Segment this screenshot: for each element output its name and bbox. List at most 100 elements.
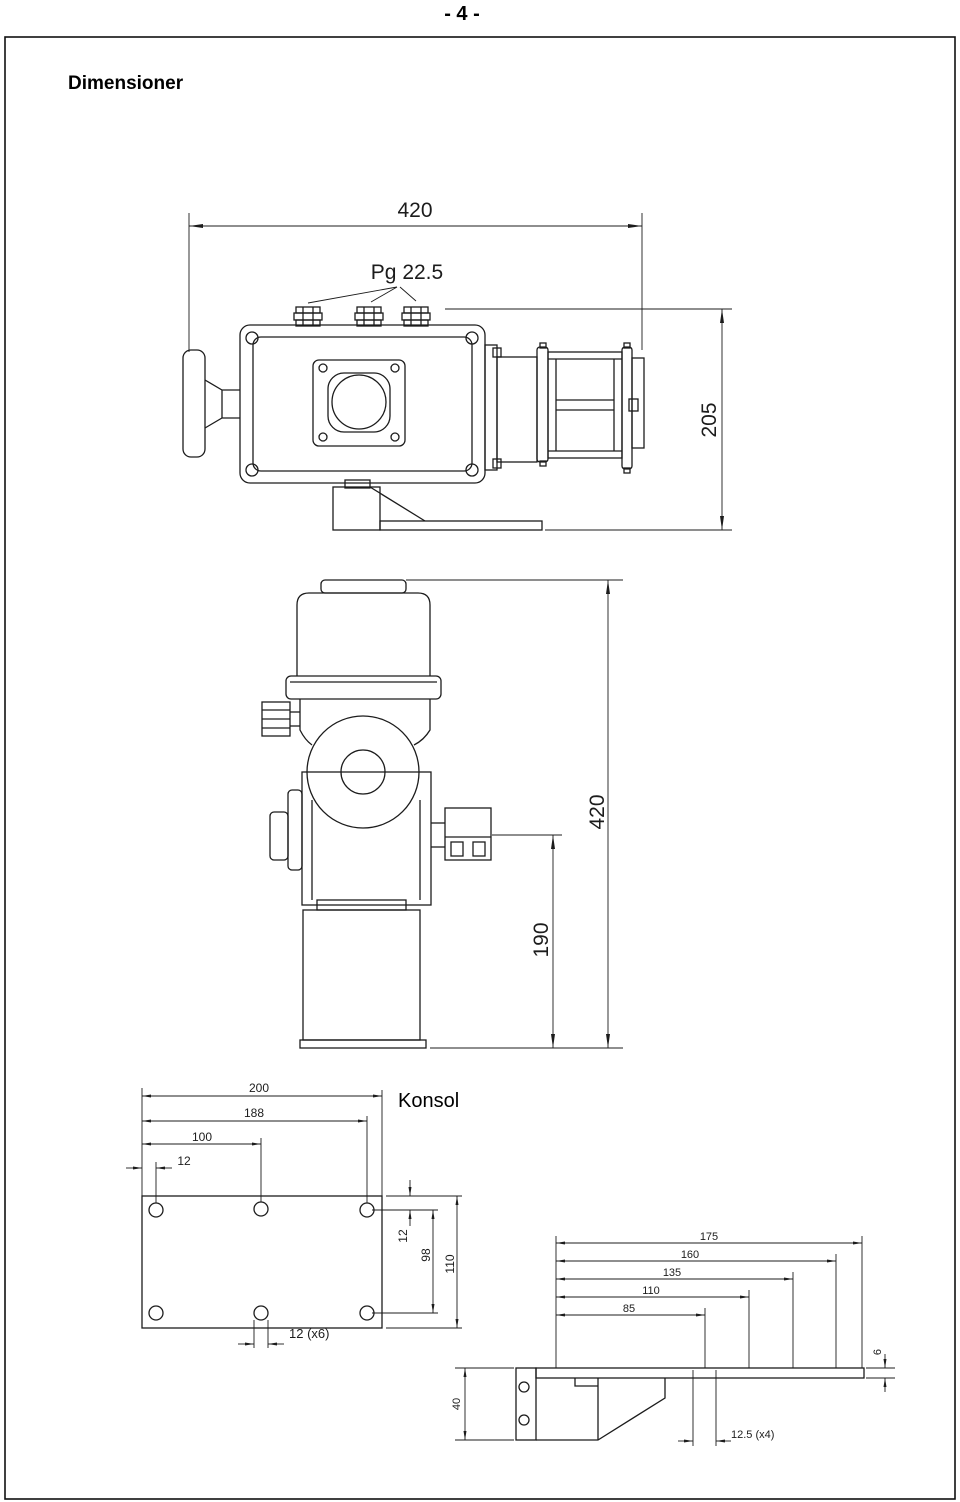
gland-callout: Pg 22.5: [307, 261, 443, 304]
dim-v12-label: 12: [396, 1229, 410, 1243]
handwheel: [182, 349, 240, 458]
side-hole-label: 12.5 (x4): [731, 1429, 774, 1441]
cover-screw: [390, 363, 400, 373]
front-height-dimension: 420: [406, 579, 623, 1049]
dim-side-110-label: 110: [642, 1285, 660, 1297]
cover-window: [331, 374, 387, 430]
page-frame: [4, 36, 956, 1500]
plate-vertical-dimensions: 12 98 110: [372, 1180, 462, 1329]
cable-gland: [293, 306, 323, 327]
konsol-gusset: [536, 1378, 666, 1441]
cable-gland: [401, 306, 431, 327]
cover-screw: [318, 432, 328, 442]
housing-bolt: [245, 463, 259, 477]
mounting-hole: [253, 1201, 269, 1217]
flange-bolt: [623, 342, 631, 349]
bracket-clamp: [472, 841, 486, 857]
gland-cap: [295, 306, 321, 314]
dim-12-label: 12: [177, 1154, 191, 1168]
leg-height-label: 40: [451, 1398, 463, 1410]
mounting-hole: [359, 1305, 375, 1321]
coupling-flange: [484, 344, 498, 471]
leader-line: [399, 286, 417, 302]
housing-outer: [239, 324, 486, 484]
side-length-dimensions: 175 160 135 110 85: [555, 1231, 863, 1368]
dim-200-label: 200: [249, 1081, 269, 1095]
housing-bolt: [465, 331, 479, 345]
bracket-neck: [344, 479, 371, 489]
side-hole-dimension: 12.5 (x4): [678, 1370, 774, 1446]
bracket-block: [444, 807, 492, 861]
side-height-label: 205: [698, 402, 721, 437]
konsol-side-view: 175 160 135 110 85 6: [451, 1231, 895, 1446]
konsol-profile: [515, 1367, 865, 1441]
motor-flange-right: [621, 346, 633, 470]
mounting-hole: [148, 1202, 164, 1218]
dim-110-label: 110: [443, 1254, 457, 1273]
housing-bolt: [245, 331, 259, 345]
axis-height-dimension: 190: [492, 834, 562, 1048]
motor-flange-left: [536, 346, 549, 463]
motor-unit: [484, 342, 645, 474]
bracket-block: [332, 486, 381, 531]
neck-right: [413, 699, 431, 746]
leg-height-dimension: 40: [451, 1367, 514, 1441]
side-height-dimension: 205: [445, 308, 732, 531]
cover-plate: [312, 359, 406, 447]
gland-nut: [293, 312, 323, 321]
konsol-title: Konsol: [398, 1090, 459, 1112]
side-cover-cap: [269, 811, 289, 861]
leg-hole: [518, 1381, 530, 1393]
neck-left: [299, 699, 313, 746]
front-height-label: 420: [586, 794, 609, 829]
gland-cap: [403, 306, 429, 314]
actuator-side-view: 420 Pg 22.5: [182, 199, 732, 531]
cover-boss: [327, 372, 391, 433]
actuator-front-view: 420 190: [261, 579, 623, 1049]
mounting-hole: [148, 1305, 164, 1321]
dim-175-label: 175: [700, 1231, 718, 1243]
base-flange: [299, 1039, 427, 1049]
gland-nut: [401, 312, 431, 321]
konsol-top-plate: [535, 1367, 865, 1379]
gearbox-body: [301, 771, 432, 906]
konsol-vertical-leg: [515, 1367, 537, 1441]
hole-count-label: 12 (x6): [289, 1326, 329, 1341]
konsol-plate: [141, 1195, 383, 1329]
page-number: - 4 -: [444, 3, 480, 25]
dim-160-label: 160: [681, 1249, 699, 1261]
thickness-dimension: 6: [866, 1349, 895, 1392]
front-cable-gland: [261, 701, 300, 737]
side-width-dimension: 420: [188, 199, 643, 352]
dim-135-label: 135: [663, 1267, 681, 1279]
gland-label: Pg 22.5: [371, 261, 443, 284]
konsol-plate-top-view: 200 188 100 12 12 98 110: [126, 1081, 462, 1348]
plate-horizontal-dimensions: 200 188 100 12: [126, 1081, 383, 1203]
dim-98-label: 98: [419, 1248, 433, 1262]
dim-85-label: 85: [623, 1303, 635, 1315]
bracket-gusset: [369, 486, 426, 522]
dim-188-label: 188: [244, 1106, 264, 1120]
leg-hole: [518, 1414, 530, 1426]
thickness-label: 6: [872, 1349, 884, 1355]
flange-bolt: [539, 342, 547, 349]
gland-base: [403, 319, 429, 327]
motor-end-bolt: [628, 398, 639, 412]
housing-bolt: [465, 463, 479, 477]
leader-line: [307, 286, 398, 304]
cover-screw: [390, 432, 400, 442]
housing-band: [285, 675, 442, 700]
axis-height-label: 190: [530, 922, 553, 957]
gland-cap: [356, 306, 382, 314]
bracket-clamp: [450, 841, 464, 857]
side-cover: [287, 789, 303, 871]
cover-screw: [318, 363, 328, 373]
gland-base: [295, 319, 321, 327]
output-bracket: [431, 807, 492, 861]
handwheel-rim: [182, 349, 206, 458]
mounting-hole: [253, 1305, 269, 1321]
upper-housing: [296, 592, 431, 676]
side-width-label: 420: [397, 199, 432, 222]
flange-bolt: [539, 460, 547, 467]
housing: [239, 324, 486, 484]
